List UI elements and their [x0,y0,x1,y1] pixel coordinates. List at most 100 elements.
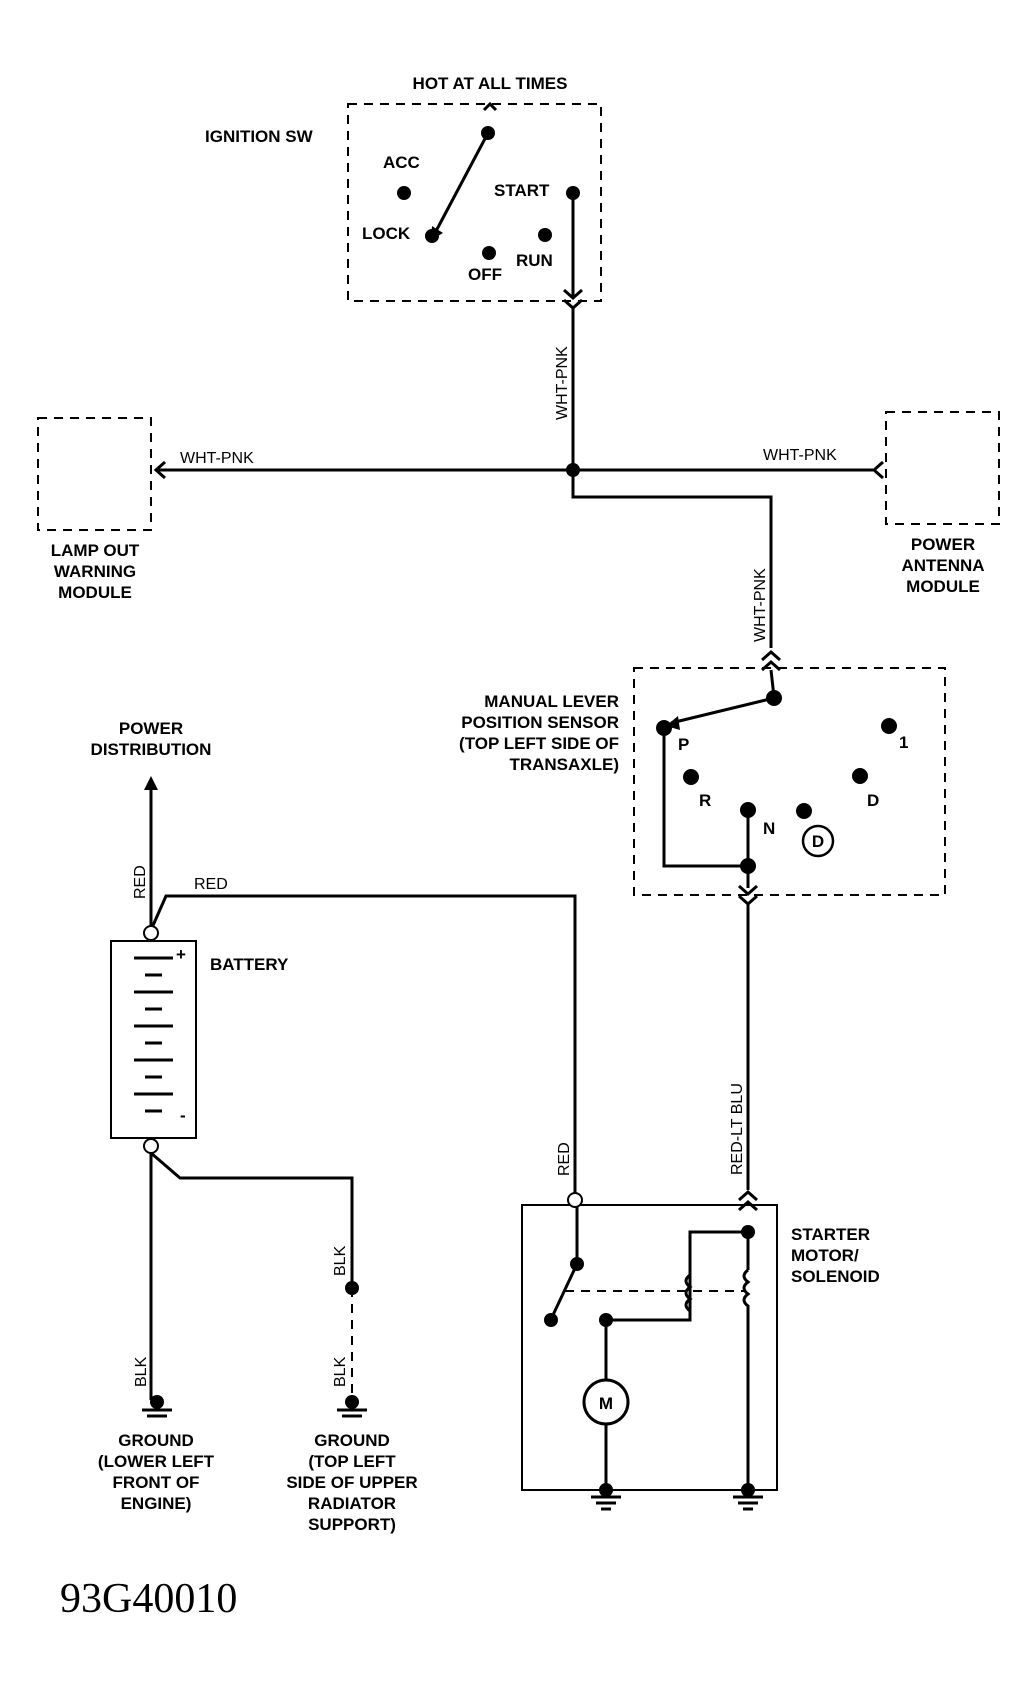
power-antenna-connector [871,460,884,480]
motor-label: M [599,1394,613,1413]
wht-pnk-sensor-label: WHT-PNK [752,568,769,642]
starter-outline [521,1204,778,1491]
sensor-blade [670,696,775,725]
terminal-off [482,246,496,260]
battery-label: BATTERY [210,955,289,974]
blk-ground-wire-2 [150,1151,354,1288]
motor-feed-wire [606,1275,692,1322]
lamp-out-label-line-3: MODULE [58,583,132,602]
ignition-switch-outline [347,103,602,302]
power-antenna-module: POWER ANTENNA MODULE [885,411,1000,596]
starter-battery-terminal [567,1192,583,1208]
sensor-label-line-3: (TOP LEFT SIDE OF [459,734,619,753]
position-d-label: D [867,791,879,810]
ground-1-line-1: GROUND [118,1431,194,1450]
position-d-circle-label: D [812,832,824,851]
ground-1-line-3: FRONT OF [113,1473,200,1492]
park-jumper-wire [662,728,748,868]
ground-symbol-2 [337,1395,367,1418]
battery-negative-terminal [143,1138,159,1154]
starter-label-line-2: MOTOR/ [791,1246,859,1265]
sensor-outline [633,667,946,896]
wht-pnk-circuit: WHT-PNK WHT-PNK WHT-PNK WHT-PNK [153,308,884,648]
terminal-lock [425,229,439,243]
battery-plus-symbol: + [176,945,186,964]
sensor-label-line-1: MANUAL LEVER [484,692,619,711]
position-start-label: START [494,181,550,200]
battery-circuit: POWER DISTRIBUTION RED RED RED + - BATTE… [91,719,577,1534]
ground-1-line-2: (LOWER LEFT [98,1452,215,1471]
terminal-r [683,769,699,785]
ground-2-line-3: SIDE OF UPPER [286,1473,417,1492]
blk-ground-2-lower-label: BLK [332,1356,349,1387]
power-antenna-label-line-1: POWER [911,535,975,554]
sensor-input-connector [761,649,781,672]
terminal-1 [881,718,897,734]
position-r-label: R [699,791,711,810]
power-antenna-label-line-3: MODULE [906,577,980,596]
position-off-label: OFF [468,265,502,284]
contactor-lower [544,1313,558,1327]
ignition-switch-title: IGNITION SW [205,127,314,146]
red-lt-blu-circuit: RED-LT BLU [729,904,750,1190]
hot-at-all-times-label: HOT AT ALL TIMES [413,74,568,93]
ignition-switch-blade [433,132,490,234]
position-n-label: N [763,819,775,838]
power-distribution-arrowhead [144,776,158,790]
starter-label-line-3: SOLENOID [791,1267,880,1286]
position-p-label: P [678,735,689,754]
power-distribution-line-2: DISTRIBUTION [91,740,212,759]
power-antenna-label-line-2: ANTENNA [901,556,984,575]
terminal-run [538,228,552,242]
red-power-label: RED [132,865,149,899]
terminal-d-circle [796,803,812,819]
starter-ground-symbol-2 [733,1490,763,1511]
ignition-switch: HOT AT ALL TIMES IGNITION SW ACC START L… [205,74,602,311]
wht-pnk-right-label: WHT-PNK [763,447,837,464]
hold-in-coil [742,1268,751,1490]
wht-pnk-left-label: WHT-PNK [180,450,254,467]
red-starter-label: RED [556,1142,573,1176]
blk-ground-2-upper-label: BLK [332,1245,349,1276]
red-starter-wire [149,894,577,1200]
terminal-d [852,768,868,784]
sensor-label-line-2: POSITION SENSOR [461,713,619,732]
ground-2-line-1: GROUND [314,1431,390,1450]
starter-ground-symbol-1 [591,1490,621,1511]
starter-s-connector [738,1189,758,1212]
battery-positive-terminal [143,925,159,941]
position-run-label: RUN [516,251,553,270]
manual-lever-position-sensor: D P R N D 1 MANUAL LEVER POSITION SENSOR… [459,649,946,907]
lamp-out-module-box [37,417,152,531]
position-1-label: 1 [899,733,908,752]
terminal-acc [397,186,411,200]
sensor-label-line-4: TRANSAXLE) [509,755,619,774]
lamp-out-connector [153,460,166,480]
lamp-out-label-line-1: LAMP OUT [51,541,140,560]
starter-label-line-1: STARTER [791,1225,870,1244]
ground-2-line-5: SUPPORT) [308,1515,396,1534]
ground-symbol-1 [142,1395,172,1418]
position-acc-label: ACC [383,153,420,172]
lamp-out-warning-module: LAMP OUT WARNING MODULE [37,417,152,602]
contactor-blade [551,1263,579,1316]
d-circle-symbol [801,824,835,858]
ground-2-line-4: RADIATOR [308,1494,396,1513]
sensor-output-splice [740,858,756,874]
battery-case [110,940,197,1139]
battery-minus-symbol: - [180,1106,186,1125]
position-lock-label: LOCK [362,224,411,243]
power-antenna-module-box [885,411,1000,525]
hot-feed-arrow [482,101,498,112]
pull-in-coil [684,1273,693,1320]
lamp-out-label-line-2: WARNING [54,562,136,581]
ground-1-line-4: ENGINE) [121,1494,192,1513]
starter-motor-solenoid: M STARTER MOTOR/ SOLENOID [521,1189,880,1511]
ground-2-line-2: (TOP LEFT [308,1452,396,1471]
blk-ground-1-label: BLK [133,1356,150,1387]
power-distribution-line-1: POWER [119,719,183,738]
figure-id: 93G40010 [60,1576,237,1622]
battery-cells [134,956,173,1113]
wht-pnk-sensor-wire [571,470,773,648]
